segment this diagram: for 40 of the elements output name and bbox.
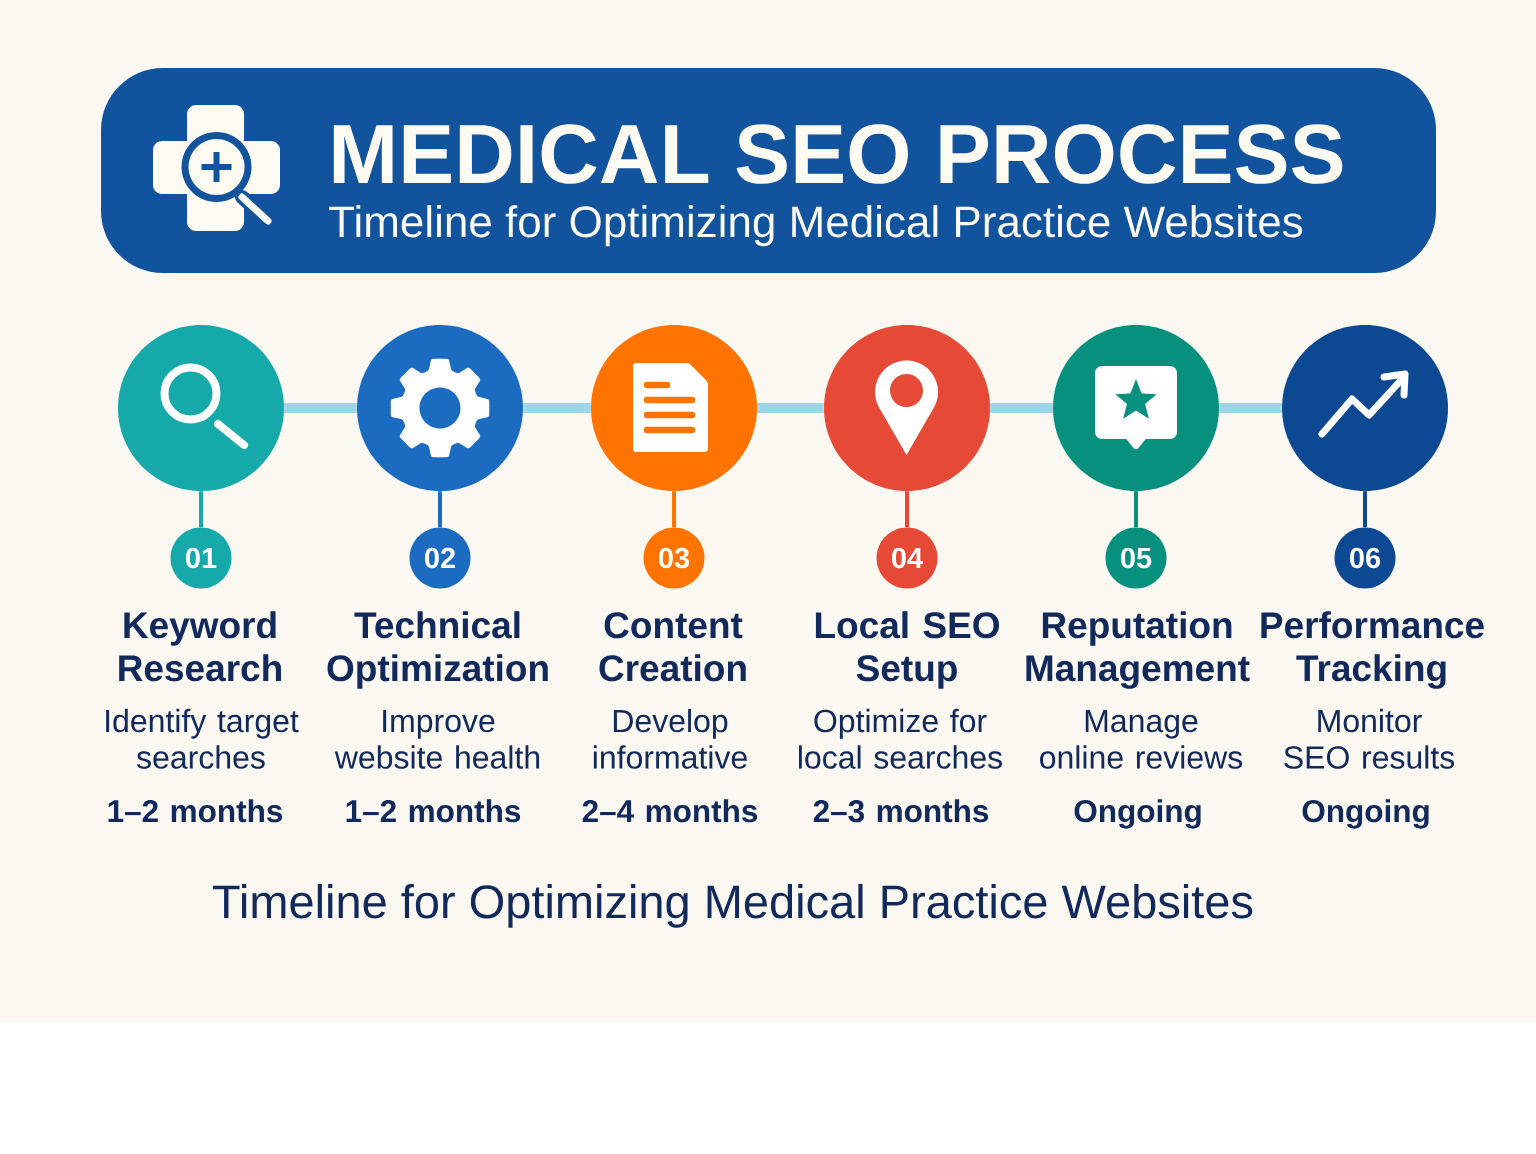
connector-line [284,403,357,413]
number-badge: 03 [643,527,705,589]
step-title: Content Creation [599,612,746,682]
step-description: Manage online reviews [1040,710,1243,769]
step-title: Local SEO Setup [815,611,999,689]
connector-line [1219,403,1282,413]
duration-label: Ongoing [1074,799,1201,829]
step-description: Optimize for local searches [799,708,1002,769]
step-title: Reputation Management [1026,611,1250,689]
duration-label: 2–4 months [582,799,758,823]
number-badge: 04 [876,527,938,589]
number-badge: 06 [1334,527,1396,589]
connector-line [1363,491,1367,528]
caption: Timeline for Optimizing Medical Practice Websites [212,883,1253,928]
step-description: Improve website health [334,710,540,769]
step-title: Technical Optimization [327,611,548,689]
step-title: Performance Tracking [1261,611,1484,689]
connector-line [199,491,203,528]
duration-label: 1–2 months [108,799,283,823]
connector-line [672,491,676,528]
step-description: Monitor SEO results [1284,708,1455,769]
title: MEDICAL SEO PROCESS [333,124,1343,184]
connector-line [438,491,442,528]
duration-label: Ongoing [1302,799,1429,829]
step-circle [1282,325,1448,491]
step-title: Keyword Research [119,611,281,682]
subtitle: Timeline for Optimizing Medical Practice Websites [329,205,1303,247]
number-badge: 05 [1105,527,1167,589]
connector-line [523,403,591,413]
step-circle [118,325,284,491]
duration-label: 2–3 months [813,799,989,823]
connector-line [905,491,909,528]
step-description: Develop informative [593,708,747,769]
connector-line [1134,491,1138,528]
connector-line [990,403,1053,413]
step-description: Identify target searches [106,708,299,769]
duration-label: 1–2 months [346,799,521,823]
connector-line [757,403,824,413]
number-badge: 02 [409,527,471,589]
number-badge: 01 [170,527,232,589]
